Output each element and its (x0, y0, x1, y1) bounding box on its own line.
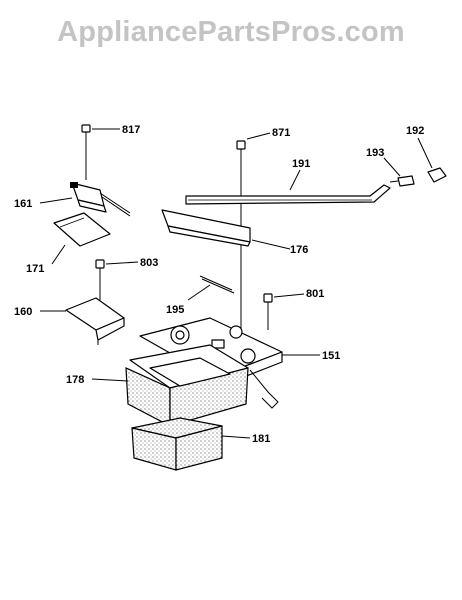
label-191: 191 (292, 158, 310, 170)
label-161: 161 (14, 198, 32, 210)
bracket-176[interactable]: 176 (161, 209, 308, 256)
block-181[interactable]: 181 (131, 417, 270, 471)
label-178: 178 (66, 374, 84, 386)
bracket-160[interactable]: 160 (14, 297, 125, 345)
label-195: 195 (166, 304, 184, 316)
watermark-logo: AppliancePartsPros.com (57, 16, 405, 48)
label-803: 803 (140, 257, 158, 269)
label-192: 192 (406, 125, 424, 137)
housing-178[interactable]: 178 (66, 344, 249, 427)
label-160: 160 (14, 306, 32, 318)
label-176: 176 (290, 244, 308, 256)
spring-195[interactable]: 195 (166, 275, 235, 316)
label-871: 871 (272, 127, 290, 139)
rod-191[interactable]: 191 (185, 158, 391, 205)
screw-803[interactable]: 803 (95, 257, 158, 300)
label-151: 151 (322, 350, 340, 362)
label-801: 801 (306, 288, 324, 300)
screw-801[interactable]: 801 (263, 288, 324, 330)
label-193: 193 (366, 147, 384, 159)
label-171: 171 (26, 263, 44, 275)
switch-161[interactable]: 161 (14, 182, 131, 217)
label-817: 817 (122, 124, 140, 136)
screw-817[interactable]: 817 (81, 124, 140, 180)
insulator-171[interactable]: 171 (26, 212, 111, 275)
connector-193[interactable]: 193 (366, 147, 415, 187)
label-181: 181 (252, 433, 270, 445)
knob-192[interactable]: 192 (406, 125, 447, 183)
